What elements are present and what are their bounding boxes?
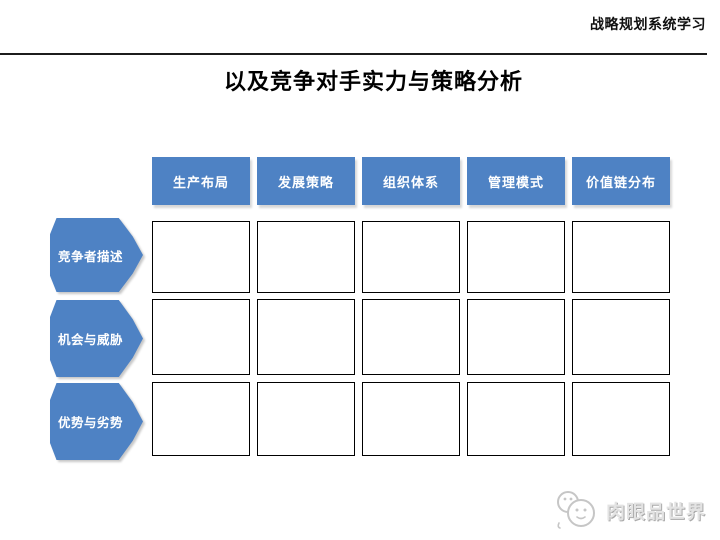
arrow-ribbon-shape: 机会与威胁 <box>50 300 143 377</box>
row-label-competitor-description: 竞争者描述 <box>50 218 143 292</box>
matrix-cell-r2c3 <box>362 299 460 375</box>
slide-title: 以及竞争对手实力与策略分析 <box>224 69 524 94</box>
matrix-cell-r1c3 <box>362 221 460 293</box>
column-header-production-layout: 生产布局 <box>152 157 250 205</box>
column-header-development-strategy: 发展策略 <box>257 157 355 205</box>
arrow-ribbon-shape: 竞争者描述 <box>50 218 143 292</box>
matrix-cell-r2c1 <box>152 299 250 375</box>
matrix-cell-r1c5 <box>572 221 670 293</box>
matrix-cell-r3c4 <box>467 382 565 456</box>
matrix-cell-r1c4 <box>467 221 565 293</box>
matrix-cell-r3c1 <box>152 382 250 456</box>
arrow-ribbon-shape: 优势与劣势 <box>50 383 143 460</box>
matrix-cell-r1c1 <box>152 221 250 293</box>
watermark: 肉眼品世界 <box>555 490 706 530</box>
header-divider-line <box>0 53 707 55</box>
column-header-value-chain: 价值链分布 <box>572 157 670 205</box>
brand-header-label: 战略规划系统学习 <box>590 16 706 32</box>
row-label-strengths-weaknesses: 优势与劣势 <box>50 383 143 460</box>
column-header-management-model: 管理模式 <box>467 157 565 205</box>
row-label-opportunities-threats: 机会与威胁 <box>50 300 143 377</box>
matrix-cell-r2c4 <box>467 299 565 375</box>
matrix-cell-r2c5 <box>572 299 670 375</box>
matrix-cell-r2c2 <box>257 299 355 375</box>
two-overlapping-faces-logo-icon <box>556 491 595 529</box>
watermark-text: 肉眼品世界 <box>605 501 706 523</box>
matrix-cell-r1c2 <box>257 221 355 293</box>
matrix-cell-r3c3 <box>362 382 460 456</box>
column-header-organization-system: 组织体系 <box>362 157 460 205</box>
matrix-cell-r3c5 <box>572 382 670 456</box>
matrix-cell-r3c2 <box>257 382 355 456</box>
